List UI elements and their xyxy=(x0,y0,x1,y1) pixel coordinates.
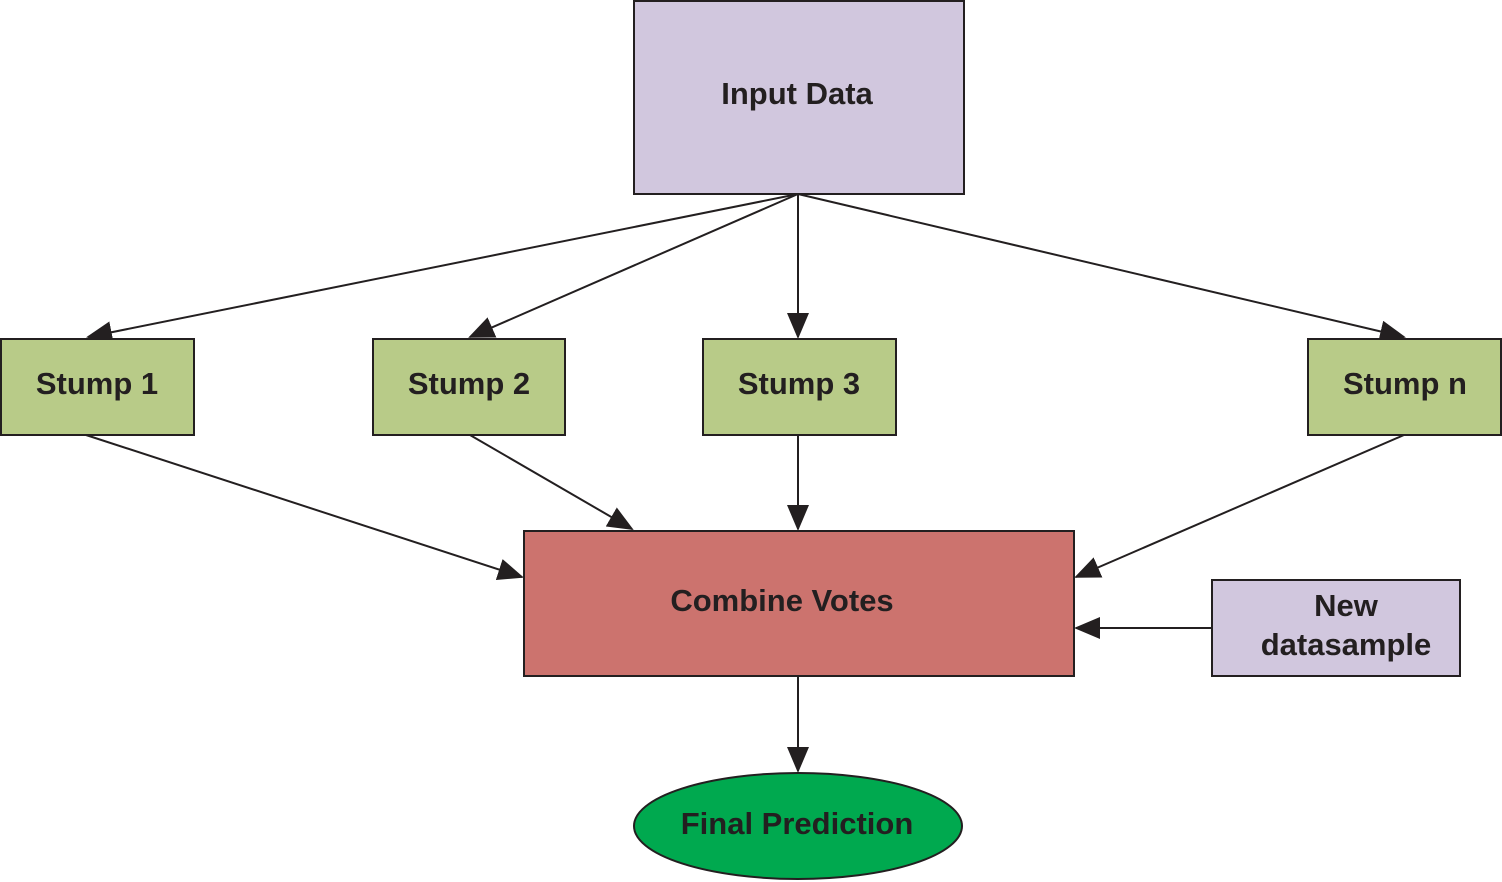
stump-n-node: Stump n xyxy=(1307,338,1502,436)
edge-stump1-to-combine xyxy=(85,434,524,581)
edge-input-to-stump1 xyxy=(86,193,799,344)
combine-votes-label: Combine Votes xyxy=(670,583,893,618)
edge-input-to-stump2 xyxy=(468,193,799,338)
stump-2-box xyxy=(372,338,566,436)
stump-3-label: Stump 3 xyxy=(738,366,860,401)
combine-votes-node: Combine Votes xyxy=(523,530,1075,677)
stump-3-box xyxy=(702,338,897,436)
new-datasample-label-line2: datasample xyxy=(1261,627,1432,662)
stump-2-label: Stump 2 xyxy=(408,366,530,401)
edges xyxy=(85,193,1406,773)
edge-input-to-stumpn xyxy=(797,193,1406,343)
new-datasample-box xyxy=(1211,579,1461,677)
input-data-box xyxy=(633,0,965,195)
stump-2-node: Stump 2 xyxy=(372,338,566,436)
new-datasample-label-line1: New xyxy=(1314,588,1379,623)
stump-1-node: Stump 1 xyxy=(0,338,195,436)
stump-n-box xyxy=(1307,338,1502,436)
final-prediction-label: Final Prediction xyxy=(681,806,914,841)
edge-stump2-to-combine xyxy=(469,434,634,531)
stump-1-box xyxy=(0,338,195,436)
input-data-label: Input Data xyxy=(721,76,873,111)
stump-1-label: Stump 1 xyxy=(36,366,158,401)
combine-votes-box xyxy=(523,530,1075,677)
final-prediction-ellipse xyxy=(633,772,963,880)
edge-stumpn-to-combine xyxy=(1074,434,1405,578)
stump-n-label: Stump n xyxy=(1343,366,1467,401)
new-datasample-node: New datasample xyxy=(1211,579,1461,677)
final-prediction-node: Final Prediction xyxy=(633,772,963,880)
stump-3-node: Stump 3 xyxy=(702,338,897,436)
input-data-node: Input Data xyxy=(633,0,965,195)
